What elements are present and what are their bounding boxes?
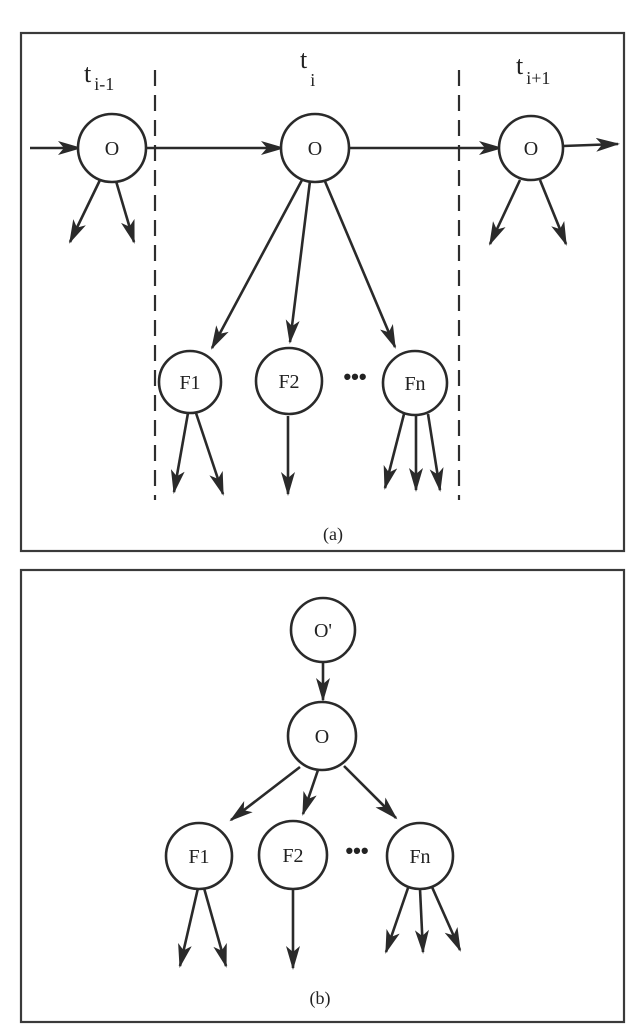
node-o-b-label: O bbox=[315, 726, 329, 748]
edge-current-to-fn bbox=[322, 178, 397, 349]
edge-fn-child-1 bbox=[383, 413, 406, 490]
panel-a-caption: (a) bbox=[323, 524, 343, 545]
node-f1-label: F1 bbox=[179, 372, 200, 394]
node-f1-b: F1 bbox=[164, 821, 234, 891]
node-f1: F1 bbox=[157, 349, 223, 415]
edge-current-to-f2 bbox=[285, 180, 312, 344]
panel-b-frame bbox=[19, 568, 626, 1024]
node-fn-b: Fn bbox=[385, 821, 455, 891]
node-f2-label: F2 bbox=[278, 371, 299, 393]
edge-current-to-f1 bbox=[210, 179, 304, 350]
panel-a-frame bbox=[19, 31, 626, 553]
edge-next-child-2 bbox=[538, 179, 568, 246]
edge-f1-child-2 bbox=[194, 412, 225, 496]
node-o-current: O bbox=[279, 112, 351, 184]
node-f2-b-label: F2 bbox=[282, 845, 303, 867]
node-o-next: O bbox=[497, 114, 565, 182]
node-o-prime: O' bbox=[289, 596, 357, 664]
edge-outgoing bbox=[562, 137, 620, 152]
edge-o-to-f1 bbox=[229, 765, 301, 822]
edge-next-child-1 bbox=[488, 179, 522, 246]
node-f2-b: F2 bbox=[257, 819, 329, 891]
edge-fnb-child-1 bbox=[384, 887, 410, 954]
node-o-prev-label: O bbox=[105, 138, 119, 160]
edge-prev-child-1 bbox=[68, 179, 102, 244]
edge-prev-child-2 bbox=[114, 180, 136, 244]
edge-fnb-child-2 bbox=[414, 888, 429, 954]
panel-b-caption: (b) bbox=[310, 988, 331, 1009]
node-fn: Fn bbox=[381, 349, 449, 417]
node-o-prime-label: O' bbox=[314, 620, 332, 642]
node-o-current-label: O bbox=[308, 138, 322, 160]
edge-fnb-child-3 bbox=[430, 886, 462, 952]
node-fn-label: Fn bbox=[404, 373, 425, 395]
edge-f1-child-1 bbox=[170, 412, 190, 494]
ellipsis-a: ••• bbox=[343, 364, 366, 389]
node-o-next-label: O bbox=[524, 138, 538, 160]
panel-b: O' O F1 F2 ••• Fn (b) bbox=[19, 568, 626, 1024]
node-f2: F2 bbox=[254, 346, 324, 416]
edge-f1b-child-2 bbox=[202, 887, 228, 968]
edge-f1b-child-1 bbox=[178, 887, 200, 968]
node-o-b: O bbox=[286, 700, 358, 772]
time-label-current: ti bbox=[300, 45, 315, 90]
edge-o-to-fn bbox=[343, 765, 398, 820]
node-fn-b-label: Fn bbox=[409, 846, 430, 868]
edge-fn-child-3 bbox=[426, 413, 444, 492]
node-f1-b-label: F1 bbox=[188, 846, 209, 868]
ellipsis-b: ••• bbox=[345, 838, 368, 863]
node-o-prev: O bbox=[76, 112, 148, 184]
edge-o-to-f2 bbox=[301, 769, 320, 816]
